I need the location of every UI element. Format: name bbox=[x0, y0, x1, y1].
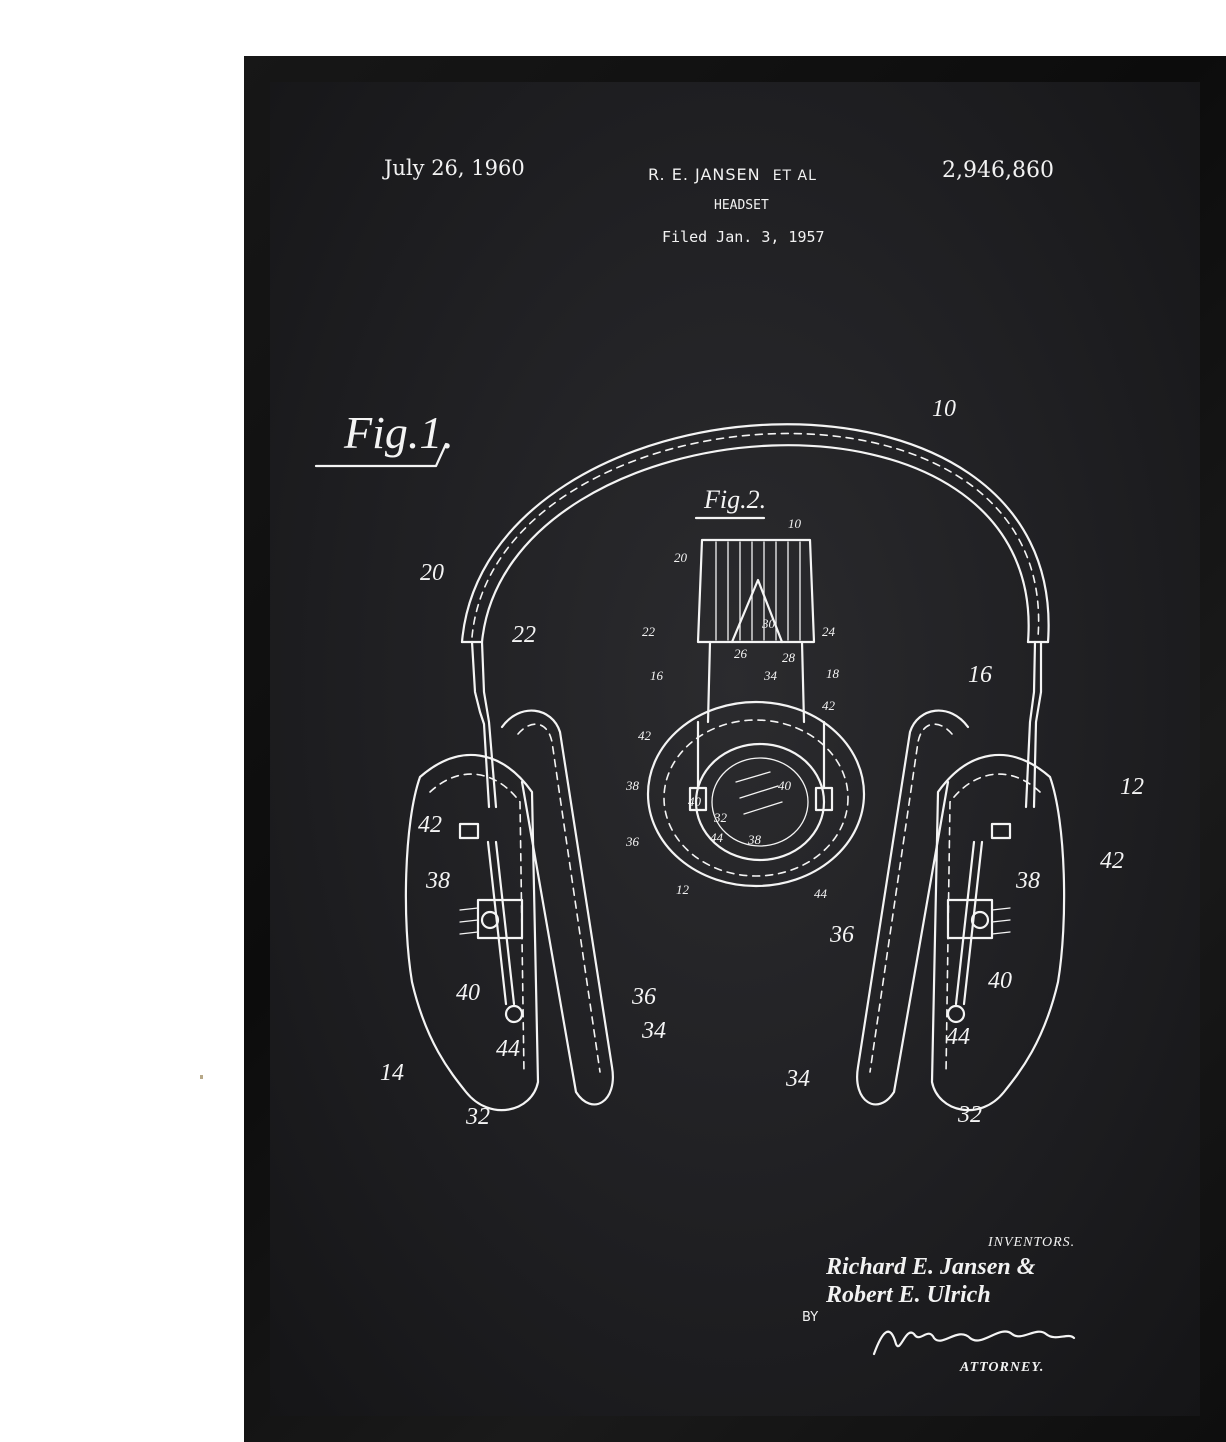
fig2-ref-24: 24 bbox=[822, 624, 836, 639]
attorney-signature bbox=[872, 1330, 1076, 1356]
fig2-title: Fig.2. bbox=[703, 485, 766, 514]
ref-16: 16 bbox=[968, 662, 992, 688]
patent-title: HEADSET bbox=[714, 198, 769, 213]
inventor-name: R. E. JANSEN bbox=[648, 165, 761, 184]
fig2-ref-34: 34 bbox=[763, 668, 778, 683]
filed-date: Filed Jan. 3, 1957 bbox=[662, 228, 825, 246]
patent-number: 2,946,860 bbox=[942, 158, 1054, 183]
ref-38-right: 38 bbox=[1015, 868, 1040, 894]
ref-34-left: 34 bbox=[641, 1018, 666, 1044]
fig2-ref-10: 10 bbox=[788, 516, 802, 531]
fig2-ref-40-left: 40 bbox=[688, 794, 702, 809]
fig1-underline bbox=[314, 442, 448, 468]
ref-38-left: 38 bbox=[425, 868, 450, 894]
inventor-1: Richard E. Jansen & bbox=[826, 1254, 1036, 1280]
ref-12: 12 bbox=[1120, 774, 1144, 800]
fig2-ref-44-right: 44 bbox=[814, 886, 828, 901]
fig2-ref-38-left: 38 bbox=[625, 778, 640, 793]
dust-speck bbox=[200, 1075, 203, 1079]
fig2-ref-44-left: 44 bbox=[710, 830, 724, 845]
left-earcup bbox=[404, 709, 614, 1112]
headband bbox=[460, 423, 1050, 809]
fig2-ref-16: 16 bbox=[650, 668, 664, 683]
ref-10: 10 bbox=[932, 396, 956, 422]
fig2-ref-28: 28 bbox=[782, 650, 796, 665]
ref-14: 14 bbox=[380, 1060, 404, 1086]
fig2-ref-20: 20 bbox=[674, 550, 688, 565]
fig2-ref-30: 30 bbox=[761, 616, 776, 631]
ref-34-right: 34 bbox=[785, 1066, 810, 1092]
ref-20: 20 bbox=[420, 560, 444, 586]
fig2-ref-40-right: 40 bbox=[778, 778, 792, 793]
fig2-ref-12: 12 bbox=[676, 882, 690, 897]
fig2-ref-36: 36 bbox=[625, 834, 640, 849]
right-earcup bbox=[856, 709, 1066, 1112]
fig2-ref-42-right: 42 bbox=[822, 698, 836, 713]
headset-drawing: Fig.1. Fig.2. 10 20 22 16 12 42 38 40 36… bbox=[314, 396, 1144, 1356]
fig2-front-view bbox=[646, 538, 866, 888]
et-al: ET AL bbox=[772, 168, 817, 184]
ref-40-right: 40 bbox=[988, 968, 1012, 994]
picture-frame: July 26, 1960 R. E. JANSEN ET AL 2,946,8… bbox=[244, 56, 1226, 1442]
fig2-ref-42-left: 42 bbox=[638, 728, 652, 743]
ref-44-left: 44 bbox=[496, 1036, 520, 1062]
ref-32-right: 32 bbox=[957, 1102, 982, 1128]
fig2-ref-26: 26 bbox=[734, 646, 748, 661]
fig2-ref-18: 18 bbox=[826, 666, 840, 681]
patent-date: July 26, 1960 bbox=[384, 156, 525, 180]
fig2-ref-22: 22 bbox=[642, 624, 656, 639]
ref-36-left: 36 bbox=[631, 984, 656, 1010]
ref-42-left: 42 bbox=[418, 812, 442, 838]
inventors-heading: INVENTORS. bbox=[988, 1235, 1076, 1250]
attorney-label: ATTORNEY. bbox=[960, 1360, 1045, 1375]
ref-22: 22 bbox=[512, 622, 536, 648]
ref-44-right: 44 bbox=[946, 1024, 970, 1050]
patent-poster: July 26, 1960 R. E. JANSEN ET AL 2,946,8… bbox=[270, 82, 1200, 1416]
fig2-ref-38-right: 38 bbox=[747, 832, 762, 847]
inventor-2: Robert E. Ulrich bbox=[826, 1282, 991, 1308]
ref-36-right: 36 bbox=[829, 922, 854, 948]
ref-42-right: 42 bbox=[1100, 848, 1124, 874]
by-label: BY bbox=[802, 1310, 819, 1325]
fig2-ref-32: 32 bbox=[713, 810, 728, 825]
fig1-title: Fig.1. bbox=[343, 407, 454, 458]
ref-40-left: 40 bbox=[456, 980, 480, 1006]
ref-32-left: 32 bbox=[465, 1104, 490, 1130]
inventor-line: R. E. JANSEN ET AL bbox=[648, 165, 817, 184]
